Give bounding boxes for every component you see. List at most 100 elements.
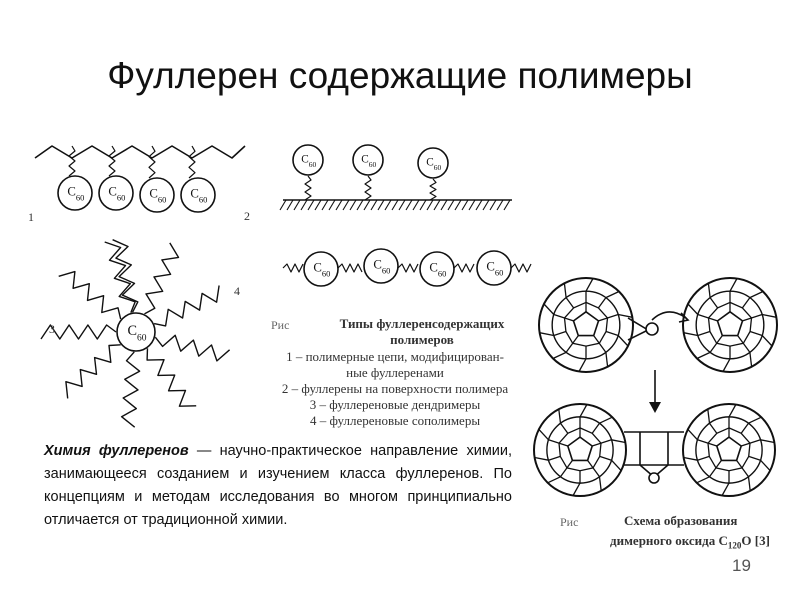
surface-hatch [342,199,350,211]
buckyball-edge [593,335,607,353]
fullerene-circle [352,144,384,176]
surface-hatch [328,199,336,211]
buckyball-edge [721,482,730,496]
dendrimer-arm [65,344,121,399]
surface-hatch [314,199,322,211]
fullerene-label: C [486,260,495,274]
definition-text: — научно-практическое направление химии,… [44,443,513,528]
figure-caption-item: 3 – фуллереновые дендримеры [309,397,481,412]
fullerene-circle [417,147,449,179]
surface-hatch [489,199,497,211]
buckyball-edge [749,290,764,299]
surface-hatch [356,199,364,211]
buckyball-edge [687,428,698,441]
buckyball-inner-ring [707,427,751,472]
page-number: 19 [732,556,751,575]
copolymer-linker [337,263,363,273]
fullerene-circle [57,175,93,211]
buckyball-edge [728,404,737,418]
scheme-caption-line2: димерного оксида C120O [3] [610,533,770,551]
fullerene-circle [98,175,134,211]
fullerene-circle [292,144,324,176]
surface-hatch [370,199,378,211]
fullerene-label-sub: 60 [495,268,504,278]
buckyball-edge [563,283,567,298]
surface-hatch [447,199,455,211]
buckyball-edge [553,313,574,322]
fullerene-label-sub: 60 [137,334,147,344]
surface-hatch [405,199,413,211]
buckyball-edge [683,332,698,337]
buckyball-edge [543,303,555,315]
spring-linker [304,175,312,201]
buckyball-edge [553,330,567,337]
buckyball-edge [591,422,601,434]
spring-linker [364,175,372,201]
buckyball-edge [741,297,751,309]
oxygen-atom [645,322,659,336]
figure-caption-item: ные фуллеренами [346,365,444,380]
buckyball-edge [539,332,554,337]
buckyball-edge [548,455,561,461]
fullerene-label-sub: 60 [158,195,167,205]
surface-hatch [482,199,490,211]
slide-title: Фуллерен содержащие полимеры [107,55,693,96]
buckyball-edge [761,335,773,347]
scheme-caption-line1: Схема образования [624,513,738,528]
dendrimer-arm [146,348,197,407]
buckyball-edge [611,459,622,472]
figure-label-3: 3 [49,322,55,336]
surface-hatch [503,199,511,211]
dendrimer-arm [144,242,180,315]
buckyball-edge [737,335,751,353]
copolymer-linker [453,263,475,273]
buckyball-edge [742,313,763,322]
fullerene-label: C [301,153,309,165]
buckyball-edge [565,335,579,353]
buckyball-edge [558,409,562,424]
dendrimer-arm [58,270,122,320]
surface-hatch [293,199,301,211]
copolymer-linker [510,263,532,273]
fullerene-label-sub: 60 [382,266,391,276]
buckyball-edge [708,422,718,434]
definition-paragraph: Химия фуллеренов — научно-практическое н… [44,440,512,532]
buckyball-edge [741,439,761,447]
down-arrow-head [649,402,661,413]
surface-hatch [461,199,469,211]
fullerene-label: C [67,185,76,199]
buckyball-edge [709,335,723,353]
dendrimer-arm [154,334,231,362]
fullerene-label-sub: 60 [309,160,317,169]
spring-linker [68,145,76,177]
fullerene-circle [419,251,455,287]
fullerene-label: C [429,261,438,275]
surface-hatch [377,199,385,211]
buckyball-edge [696,351,711,360]
buckyball-edge [598,476,602,491]
dendrimer-arm [40,324,117,340]
buckyball-pentagon [572,310,600,337]
figure-caption-item: 2 – фуллерены на поверхности полимера [281,381,509,396]
spring-linker [188,145,196,179]
surface-hatch [412,199,420,211]
surface-hatch [349,199,357,211]
figure-label-1: 1 [28,210,34,224]
buckyball-edge [748,455,761,461]
buckyball-edge [585,278,594,292]
surface-hatch [454,199,462,211]
fullerene-circle [476,250,512,286]
fullerene-label-sub: 60 [369,160,377,169]
buckyball-edge [599,416,613,424]
surface-hatch [335,199,343,211]
figure-label-4: 4 [234,284,240,298]
surface-hatch [496,199,504,211]
buckyball-edge [697,455,710,461]
buckyball-edge [547,476,561,484]
buckyball-edge [696,476,710,484]
buckyball-edge [709,297,719,309]
dimer-bridge [624,431,684,466]
